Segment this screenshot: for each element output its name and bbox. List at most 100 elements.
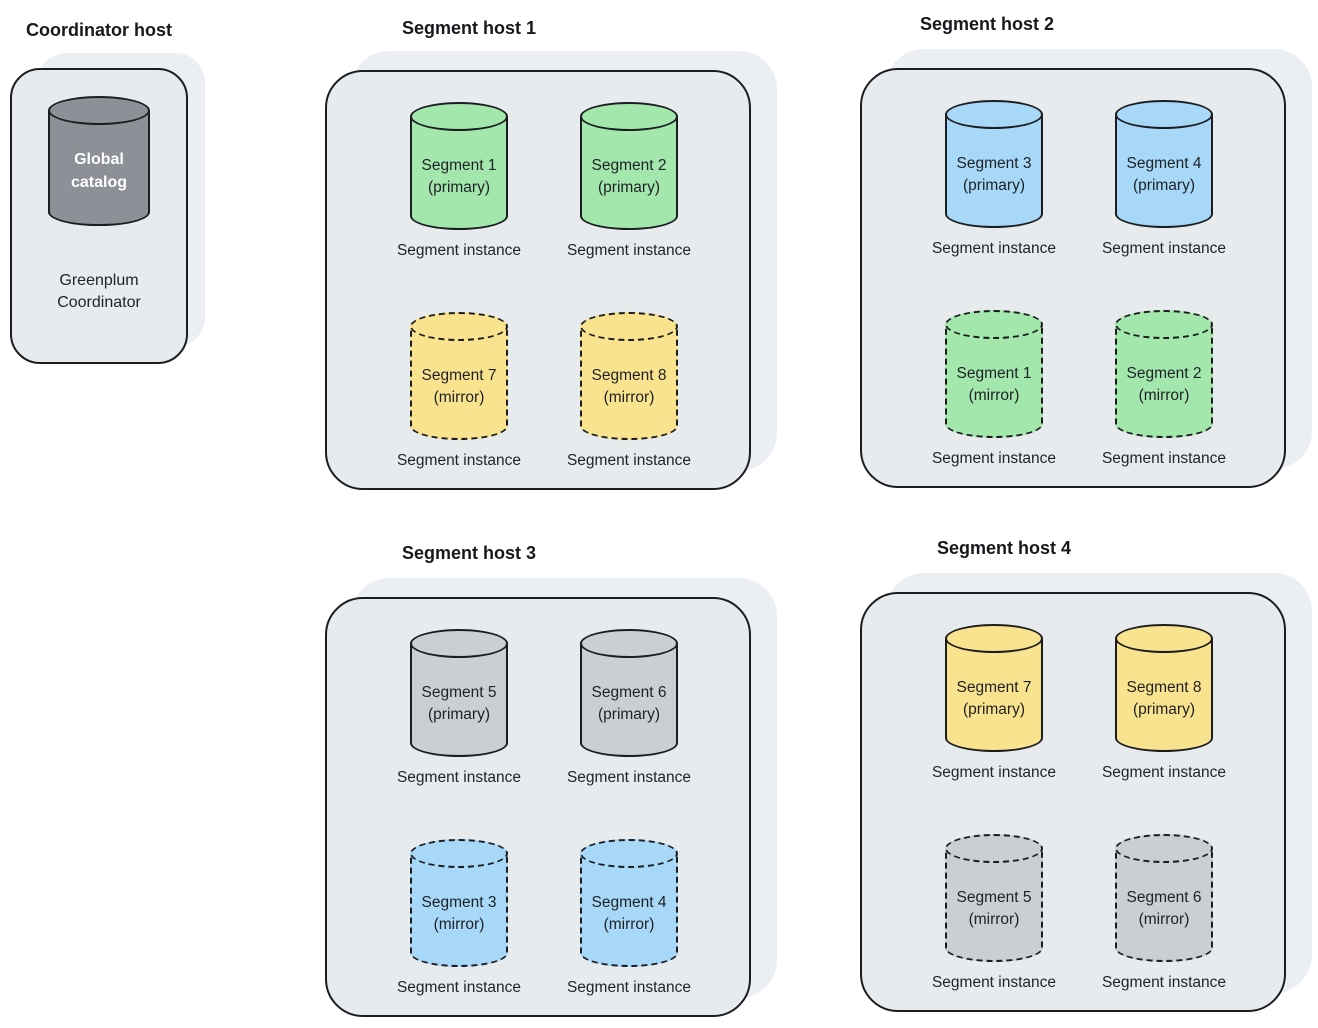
segment-instance: Segment 6 (mirror) Segment instance [1079, 834, 1249, 992]
segment-role: (mirror) [603, 389, 655, 406]
cylinder-body [580, 116, 678, 230]
segment-role: (mirror) [603, 916, 655, 933]
segment-host-group-1: Segment host 1 Segment 1 (primary) Segme… [325, 18, 777, 490]
segment-role: (mirror) [433, 389, 485, 406]
segment-role: (mirror) [433, 916, 485, 933]
segment-instance-caption: Segment instance [566, 979, 692, 996]
cylinder-body [945, 638, 1043, 752]
segment-instance-caption: Segment instance [1101, 240, 1227, 257]
segment-instance-caption: Segment instance [1101, 974, 1227, 991]
segment-cylinder: Segment 3 (mirror) [410, 839, 508, 967]
segment-instance: Segment 8 (primary) Segment instance [1079, 624, 1249, 782]
segment-instance: Segment 2 (mirror) Segment instance [1079, 310, 1249, 468]
host-title: Segment host 4 [937, 538, 1072, 558]
segment-instance: Segment 7 (mirror) Segment instance [374, 312, 544, 470]
segment-instance-caption: Segment instance [566, 769, 692, 786]
segment-instance-caption: Segment instance [566, 242, 692, 259]
cylinder-body [410, 326, 508, 440]
segment-role: (primary) [598, 706, 660, 723]
segment-instance-caption: Segment instance [396, 242, 522, 259]
host-instance-grid: Segment 1 (primary) Segment instance Seg… [325, 70, 751, 490]
segment-name: Segment 6 [1126, 889, 1202, 906]
host-box [860, 592, 1286, 1012]
cylinder-top-ellipse [580, 839, 678, 868]
cylinder-body [1115, 638, 1213, 752]
segment-role: (mirror) [1138, 911, 1190, 928]
segment-instance: Segment 4 (mirror) Segment instance [544, 839, 714, 997]
cylinder-top-ellipse [1115, 834, 1213, 863]
segment-instance: Segment 1 (primary) Segment instance [374, 102, 544, 260]
cylinder-top-ellipse [945, 624, 1043, 653]
cylinder-body [410, 853, 508, 967]
host-box [860, 68, 1286, 488]
segment-role: (primary) [1133, 177, 1195, 194]
segment-instance-caption: Segment instance [1101, 764, 1227, 781]
host-box [325, 70, 751, 490]
segment-instance-caption: Segment instance [1101, 450, 1227, 467]
segment-cylinder: Segment 5 (primary) [410, 629, 508, 757]
cylinder-body [410, 116, 508, 230]
segment-instance: Segment 2 (primary) Segment instance [544, 102, 714, 260]
segment-cylinder: Segment 8 (mirror) [580, 312, 678, 440]
segment-host-group-3: Segment host 3 Segment 5 (primary) Segme… [325, 543, 777, 1017]
segment-instance-caption: Segment instance [931, 764, 1057, 781]
segment-cylinder: Segment 4 (mirror) [580, 839, 678, 967]
segment-role: (primary) [428, 706, 490, 723]
cylinder-top-ellipse [410, 629, 508, 658]
segment-role: (mirror) [1138, 387, 1190, 404]
cylinder-body [48, 110, 150, 226]
segment-cylinder: Segment 6 (mirror) [1115, 834, 1213, 962]
cylinder-body [1115, 324, 1213, 438]
segment-name: Segment 1 [421, 157, 497, 174]
segment-name: Segment 3 [421, 894, 497, 911]
segment-name: Segment 7 [421, 367, 497, 384]
segment-cylinder: Segment 3 (primary) [945, 100, 1043, 228]
segment-name: Segment 7 [956, 679, 1032, 696]
cylinder-top-ellipse [410, 102, 508, 131]
segment-instance: Segment 3 (primary) Segment instance [909, 100, 1079, 258]
global-catalog-label: Global catalog [70, 151, 127, 191]
segment-cylinder: Segment 5 (mirror) [945, 834, 1043, 962]
cylinder-top-ellipse [945, 100, 1043, 129]
segment-cylinder: Segment 7 (primary) [945, 624, 1043, 752]
segment-host-group-4: Segment host 4 Segment 7 (primary) Segme… [860, 538, 1312, 1012]
segment-instance-caption: Segment instance [931, 240, 1057, 257]
cylinder-body [580, 853, 678, 967]
segment-name: Segment 5 [956, 889, 1032, 906]
segment-instance: Segment 5 (mirror) Segment instance [909, 834, 1079, 992]
cylinder-top-ellipse [1115, 310, 1213, 339]
segment-cylinder: Segment 8 (primary) [1115, 624, 1213, 752]
cylinder-top-ellipse [945, 834, 1043, 863]
host-title: Segment host 1 [402, 18, 537, 38]
segment-role: (primary) [963, 701, 1025, 718]
segment-instance: Segment 6 (primary) Segment instance [544, 629, 714, 787]
global-catalog-cylinder: Global catalog [48, 96, 150, 226]
segment-instance-caption: Segment instance [396, 452, 522, 469]
host-title: Segment host 3 [402, 543, 537, 563]
coordinator-caption: Greenplum Coordinator [57, 272, 141, 312]
segment-instance-caption: Segment instance [396, 979, 522, 996]
segment-instance: Segment 5 (primary) Segment instance [374, 629, 544, 787]
segment-instance: Segment 4 (primary) Segment instance [1079, 100, 1249, 258]
cylinder-body [1115, 114, 1213, 228]
cylinder-top-ellipse [48, 96, 150, 125]
segment-name: Segment 1 [956, 365, 1032, 382]
host-instance-grid: Segment 5 (primary) Segment instance Seg… [325, 597, 751, 1017]
segment-instance: Segment 3 (mirror) Segment instance [374, 839, 544, 997]
cylinder-body [410, 643, 508, 757]
cylinder-top-ellipse [410, 839, 508, 868]
segment-role: (mirror) [968, 911, 1020, 928]
cylinder-top-ellipse [410, 312, 508, 341]
segment-instance-caption: Segment instance [566, 452, 692, 469]
cylinder-top-ellipse [1115, 624, 1213, 653]
segment-instance-caption: Segment instance [931, 450, 1057, 467]
host-title: Segment host 2 [920, 14, 1055, 34]
cylinder-top-ellipse [580, 629, 678, 658]
segment-instance: Segment 1 (mirror) Segment instance [909, 310, 1079, 468]
host-instance-grid: Segment 3 (primary) Segment instance Seg… [860, 68, 1286, 488]
segment-name: Segment 6 [591, 684, 667, 701]
segment-instance-caption: Segment instance [396, 769, 522, 786]
segment-name: Segment 4 [591, 894, 667, 911]
cylinder-top-ellipse [580, 312, 678, 341]
